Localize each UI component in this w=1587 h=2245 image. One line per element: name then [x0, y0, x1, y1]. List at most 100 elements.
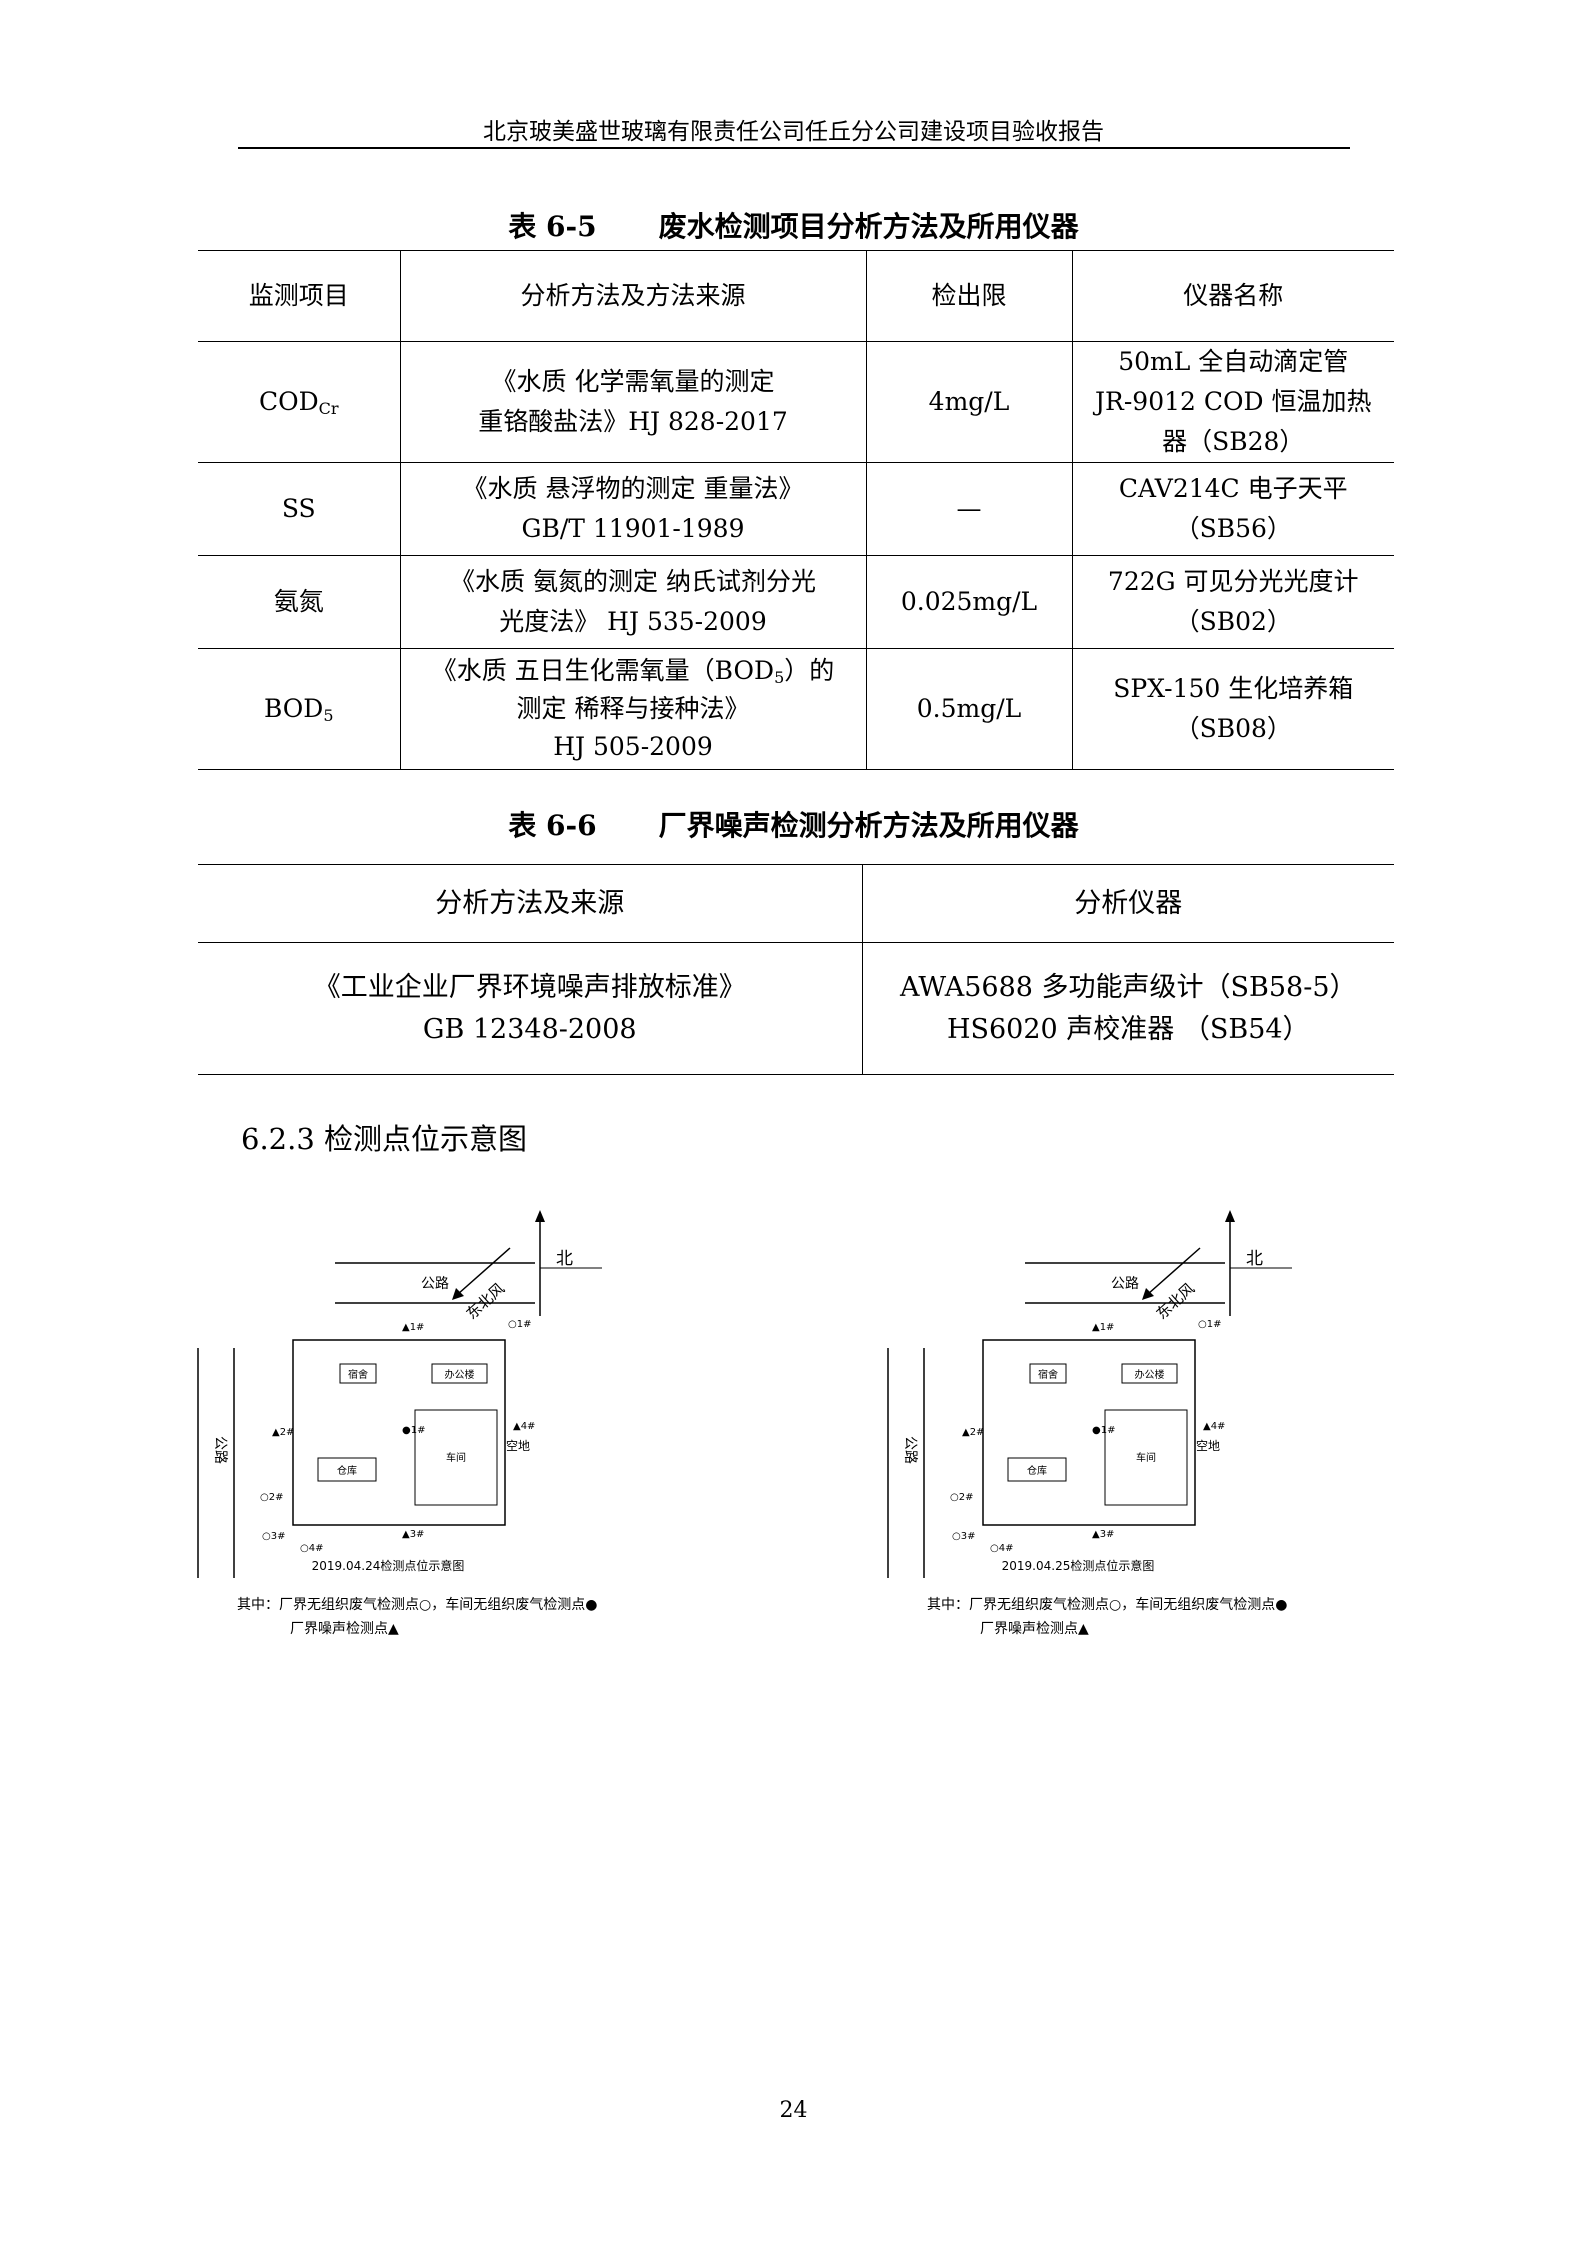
- diagram-2019-04-25: 公路 公路 北 东北风 宿舍 办公楼 车间 仓库 空地 ●1# ▲1# ▲2# …: [880, 1188, 1570, 1788]
- site-map: 公路 公路 北 东北风 宿舍 办公楼 车间 仓库 空地 ●1# ▲1# ▲2# …: [197, 1210, 602, 1637]
- page-number: 24: [779, 2098, 808, 2123]
- table-row: 氨氮 《水质 氨氮的测定 纳氏试剂分光 光度法》 HJ 535-2009 0.0…: [198, 555, 1394, 649]
- open-land-label: 空地: [1196, 1439, 1220, 1453]
- warehouse-label: 仓库: [337, 1464, 357, 1477]
- wind-arrow: [457, 1247, 511, 1295]
- road-label: 公路: [1111, 1276, 1139, 1292]
- site-boundary: [982, 1339, 1196, 1526]
- method-cell: 《水质 氨氮的测定 纳氏试剂分光 光度法》 HJ 535-2009: [399, 555, 866, 649]
- header-cell: 检出限: [865, 250, 1072, 342]
- road-label: 公路: [902, 1436, 918, 1464]
- item-cell: 氨氮: [198, 555, 400, 649]
- north-label: 北: [556, 1249, 573, 1269]
- workshop-building: [1104, 1409, 1188, 1506]
- office-label: 办公楼: [1135, 1368, 1165, 1381]
- method-cell: 《工业企业厂界环境噪声排放标准》 GB 12348-2008: [198, 942, 862, 1075]
- page-header-title: 北京玻美盛世玻璃有限责任公司任丘分公司建设项目验收报告: [483, 119, 1104, 145]
- legend-line: 其中：厂界无组织废气检测点○，车间无组织废气检测点●: [237, 1596, 597, 1613]
- table-header-row: 分析方法及来源 分析仪器: [198, 864, 1394, 943]
- boundary-point: ○2#: [260, 1492, 283, 1503]
- legend-line: 厂界噪声检测点▲: [290, 1621, 399, 1637]
- caption-title: 厂界噪声检测分析方法及所用仪器: [658, 809, 1079, 842]
- caption-title: 废水检测项目分析方法及所用仪器: [658, 210, 1079, 243]
- noise-point: ▲1#: [402, 1322, 424, 1333]
- dorm-building: [339, 1363, 377, 1384]
- instrument-cell: 50mL 全自动滴定管 JR-9012 COD 恒温加热 器（SB28）: [1071, 341, 1394, 463]
- limit-cell: 0.5mg/L: [865, 648, 1072, 770]
- warehouse-building: [1007, 1457, 1067, 1482]
- table-6-6-caption: 表 6-6 厂界噪声检测分析方法及所用仪器: [0, 804, 1587, 844]
- header-cell: 分析方法及来源: [198, 864, 862, 943]
- instrument-cell: AWA5688 多功能声级计（SB58-5） HS6020 声校准器 （SB54…: [861, 942, 1394, 1075]
- boundary-point: ○4#: [990, 1543, 1013, 1554]
- open-land-label: 空地: [506, 1439, 530, 1453]
- workshop-label: 车间: [446, 1451, 466, 1464]
- site-map: 公路 公路 北 东北风 宿舍 办公楼 车间 仓库 空地 ●1# ▲1# ▲2# …: [887, 1210, 1292, 1637]
- boundary-point: ○3#: [262, 1531, 285, 1542]
- boundary-point: ○1#: [508, 1319, 531, 1330]
- table-row: CODCr 《水质 化学需氧量的测定 重铬酸盐法》HJ 828-2017 4mg…: [198, 341, 1394, 463]
- diagram-caption: 2019.04.24检测点位示意图: [312, 1558, 465, 1573]
- legend-line: 厂界噪声检测点▲: [980, 1621, 1089, 1637]
- workshop-point: ●1#: [1092, 1425, 1115, 1436]
- section-heading: 6.2.3 检测点位示意图: [241, 1122, 528, 1156]
- item-cell: BOD5: [198, 648, 400, 770]
- caption-number: 表 6-6: [508, 809, 597, 842]
- header-cell: 分析仪器: [861, 864, 1394, 943]
- item-cell: SS: [198, 462, 400, 556]
- wind-arrow-head: [1142, 1288, 1154, 1300]
- warehouse-label: 仓库: [1027, 1464, 1047, 1477]
- noise-method-table: 分析方法及来源 分析仪器 《工业企业厂界环境噪声排放标准》 GB 12348-2…: [198, 864, 1394, 1075]
- north-label: 北: [1246, 1249, 1263, 1269]
- table-row: SS 《水质 悬浮物的测定 重量法》 GB/T 11901-1989 — CAV…: [198, 462, 1394, 556]
- north-arrow-head: [535, 1210, 545, 1222]
- warehouse-building: [317, 1457, 377, 1482]
- limit-cell: —: [865, 462, 1072, 556]
- noise-point: ▲2#: [962, 1427, 984, 1438]
- diagram-2019-04-24: 公路 公路 北 东北风 宿舍 办公楼 车间 仓库 空地 ●1# ▲1# ▲2# …: [190, 1188, 880, 1788]
- noise-point: ▲1#: [1092, 1322, 1114, 1333]
- table-header-row: 监测项目 分析方法及方法来源 检出限 仪器名称: [198, 250, 1394, 342]
- table-6-5-caption: 表 6-5 废水检测项目分析方法及所用仪器: [0, 205, 1587, 245]
- wastewater-method-table: 监测项目 分析方法及方法来源 检出限 仪器名称 CODCr 《水质 化学需氧量的…: [198, 250, 1394, 770]
- dorm-label: 宿舍: [348, 1368, 368, 1381]
- diagram-caption: 2019.04.25检测点位示意图: [1002, 1558, 1155, 1573]
- workshop-label: 车间: [1136, 1451, 1156, 1464]
- boundary-point: ○3#: [952, 1531, 975, 1542]
- road-label: 公路: [421, 1276, 449, 1292]
- method-cell: 《水质 悬浮物的测定 重量法》 GB/T 11901-1989: [399, 462, 866, 556]
- wind-arrow-head: [452, 1288, 464, 1300]
- legend-line: 其中：厂界无组织废气检测点○，车间无组织废气检测点●: [927, 1596, 1287, 1613]
- instrument-cell: 722G 可见分光光度计 （SB02）: [1071, 555, 1394, 649]
- header-cell: 分析方法及方法来源: [399, 250, 866, 342]
- header-rule: [238, 147, 1350, 149]
- workshop-point: ●1#: [402, 1425, 425, 1436]
- office-building: [431, 1363, 488, 1384]
- noise-point: ▲2#: [272, 1427, 294, 1438]
- table-row: BOD5 《水质 五日生化需氧量（BOD5）的 测定 稀释与接种法》 HJ 50…: [198, 648, 1394, 770]
- header-cell: 仪器名称: [1071, 250, 1394, 342]
- header-cell: 监测项目: [198, 250, 400, 342]
- noise-point: ▲3#: [1092, 1529, 1114, 1540]
- noise-point: ▲4#: [1203, 1421, 1225, 1432]
- office-label: 办公楼: [445, 1368, 475, 1381]
- road-label: 公路: [212, 1436, 228, 1464]
- item-cell: CODCr: [198, 341, 400, 463]
- noise-point: ▲3#: [402, 1529, 424, 1540]
- workshop-building: [414, 1409, 498, 1506]
- limit-cell: 0.025mg/L: [865, 555, 1072, 649]
- instrument-cell: CAV214C 电子天平 （SB56）: [1071, 462, 1394, 556]
- boundary-point: ○4#: [300, 1543, 323, 1554]
- table-row: 《工业企业厂界环境噪声排放标准》 GB 12348-2008 AWA5688 多…: [198, 942, 1394, 1075]
- dorm-label: 宿舍: [1038, 1368, 1058, 1381]
- limit-cell: 4mg/L: [865, 341, 1072, 463]
- noise-point: ▲4#: [513, 1421, 535, 1432]
- method-cell: 《水质 五日生化需氧量（BOD5）的 测定 稀释与接种法》 HJ 505-200…: [399, 648, 866, 770]
- office-building: [1121, 1363, 1178, 1384]
- north-arrow-head: [1225, 1210, 1235, 1222]
- wind-label: 东北风: [463, 1279, 508, 1322]
- wind-label: 东北风: [1153, 1279, 1198, 1322]
- method-cell: 《水质 化学需氧量的测定 重铬酸盐法》HJ 828-2017: [399, 341, 866, 463]
- caption-number: 表 6-5: [508, 210, 597, 243]
- dorm-building: [1029, 1363, 1067, 1384]
